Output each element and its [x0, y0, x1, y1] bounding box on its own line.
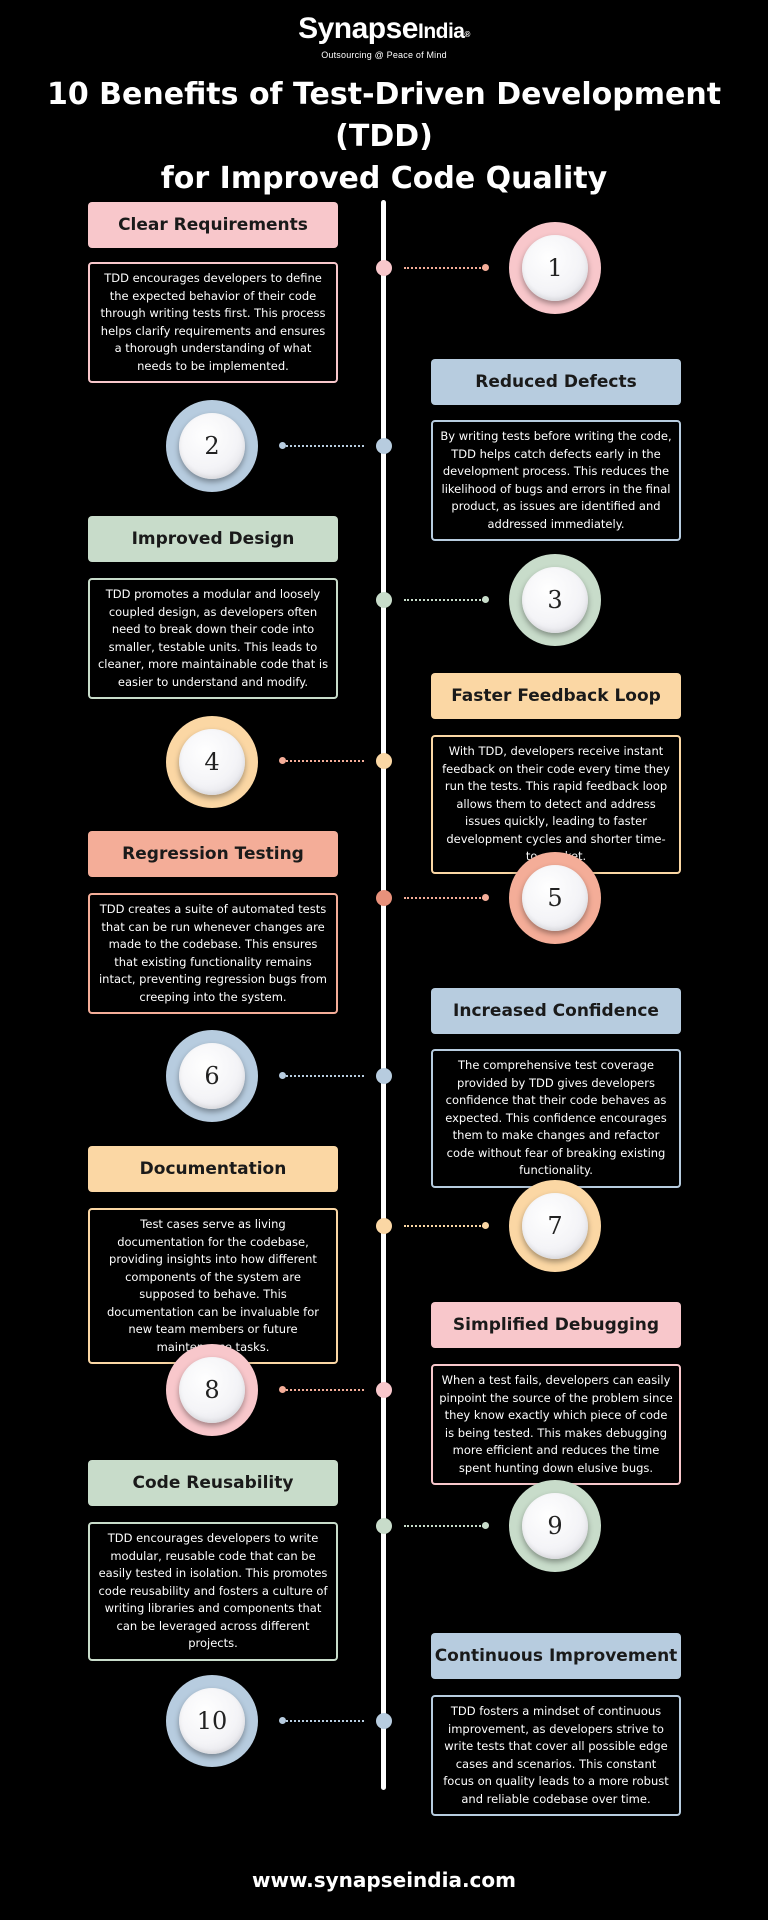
logo-name: Synapse: [298, 12, 418, 45]
benefit-10-connector: [286, 1720, 364, 1722]
benefit-10-description: TDD fosters a mindset of continuous impr…: [431, 1695, 681, 1816]
benefit-1-description: TDD encourages developers to define the …: [88, 262, 338, 383]
benefit-4-connector-end: [279, 757, 286, 764]
benefit-2-number-badge: 2: [166, 400, 258, 492]
benefit-10-title: Continuous Improvement: [431, 1633, 681, 1679]
benefit-6-connector-end: [279, 1072, 286, 1079]
benefit-1-number: 1: [522, 235, 588, 301]
page-title-line-2: for Improved Code Quality: [160, 161, 608, 196]
logo: SynapseIndia® Outsourcing @ Peace of Min…: [0, 12, 768, 60]
benefit-7-number: 7: [522, 1193, 588, 1259]
benefit-1-timeline-dot: [376, 260, 392, 276]
benefit-3-number-badge: 3: [509, 554, 601, 646]
benefit-9-timeline-dot: [376, 1518, 392, 1534]
benefit-4-connector: [286, 760, 364, 762]
benefit-8-connector-end: [279, 1386, 286, 1393]
benefit-9-title: Code Reusability: [88, 1460, 338, 1506]
benefit-6-title: Increased Confidence: [431, 988, 681, 1034]
benefit-8-connector: [286, 1389, 364, 1391]
logo-suffix: India: [417, 20, 465, 43]
footer-website[interactable]: www.synapseindia.com: [251, 1868, 516, 1892]
benefit-3-title: Improved Design: [88, 516, 338, 562]
benefit-5-connector: [404, 897, 484, 899]
benefit-10-timeline-dot: [376, 1713, 392, 1729]
benefit-4-timeline-dot: [376, 753, 392, 769]
page-title-line-1: 10 Benefits of Test-Driven Development (…: [46, 77, 722, 154]
benefit-9-number-badge: 9: [509, 1480, 601, 1572]
benefit-7-connector: [404, 1225, 484, 1227]
benefit-1-connector-end: [482, 264, 489, 271]
benefit-6-description: The comprehensive test coverage provided…: [431, 1049, 681, 1188]
benefit-8-timeline-dot: [376, 1382, 392, 1398]
logo-wordmark: SynapseIndia®: [0, 12, 768, 49]
benefit-10-number-badge: 10: [166, 1675, 258, 1767]
benefit-8-title: Simplified Debugging: [431, 1302, 681, 1348]
benefit-5-title: Regression Testing: [88, 831, 338, 877]
benefit-7-timeline-dot: [376, 1218, 392, 1234]
benefit-10-number: 10: [179, 1688, 245, 1754]
benefit-9-description: TDD encourages developers to write modul…: [88, 1522, 338, 1661]
benefit-8-number-badge: 8: [166, 1344, 258, 1436]
benefit-7-number-badge: 7: [509, 1180, 601, 1272]
benefit-4-title: Faster Feedback Loop: [431, 673, 681, 719]
benefit-2-connector-end: [279, 442, 286, 449]
benefit-2-title: Reduced Defects: [431, 359, 681, 405]
page-title: 10 Benefits of Test-Driven Development (…: [0, 74, 768, 200]
benefit-6-timeline-dot: [376, 1068, 392, 1084]
benefit-7-title: Documentation: [88, 1146, 338, 1192]
benefit-9-number: 9: [522, 1493, 588, 1559]
benefit-5-connector-end: [482, 894, 489, 901]
benefit-8-number: 8: [179, 1357, 245, 1423]
benefit-6-connector: [286, 1075, 364, 1077]
benefit-1-number-badge: 1: [509, 222, 601, 314]
benefit-4-description: With TDD, developers receive instant fee…: [431, 735, 681, 874]
benefit-2-number: 2: [179, 413, 245, 479]
benefit-2-connector: [286, 445, 364, 447]
benefit-5-description: TDD creates a suite of automated tests t…: [88, 893, 338, 1014]
benefit-7-connector-end: [482, 1222, 489, 1229]
benefit-6-number-badge: 6: [166, 1030, 258, 1122]
benefit-8-description: When a test fails, developers can easily…: [431, 1364, 681, 1485]
benefit-10-connector-end: [279, 1717, 286, 1724]
benefit-2-description: By writing tests before writing the code…: [431, 420, 681, 541]
timeline-spine: [381, 200, 386, 1790]
benefit-9-connector: [404, 1525, 484, 1527]
logo-tagline: Outsourcing @ Peace of Mind: [321, 50, 447, 60]
benefit-4-number-badge: 4: [166, 716, 258, 808]
benefit-4-number: 4: [179, 729, 245, 795]
benefit-1-title: Clear Requirements: [88, 202, 338, 248]
benefit-9-connector-end: [482, 1522, 489, 1529]
benefit-1-connector: [404, 267, 484, 269]
benefit-3-connector-end: [482, 596, 489, 603]
benefit-3-description: TDD promotes a modular and loosely coupl…: [88, 578, 338, 699]
benefit-7-description: Test cases serve as living documentation…: [88, 1208, 338, 1364]
benefit-5-timeline-dot: [376, 890, 392, 906]
benefit-3-timeline-dot: [376, 592, 392, 608]
benefit-6-number: 6: [179, 1043, 245, 1109]
benefit-5-number: 5: [522, 865, 588, 931]
benefit-2-timeline-dot: [376, 438, 392, 454]
benefit-3-number: 3: [522, 567, 588, 633]
registered-mark: ®: [464, 30, 471, 39]
benefit-3-connector: [404, 599, 484, 601]
benefit-5-number-badge: 5: [509, 852, 601, 944]
